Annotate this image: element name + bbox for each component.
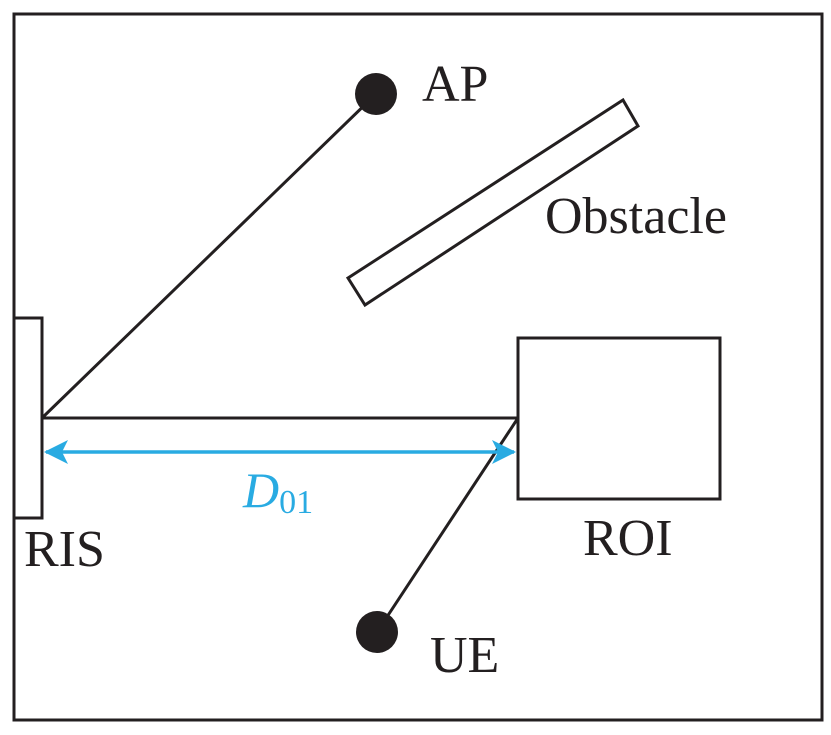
ue-label: UE: [430, 627, 499, 684]
ris-label: RIS: [24, 521, 105, 578]
ue-node: [356, 611, 398, 653]
distance-label: D01: [242, 462, 313, 521]
roi-box: [516, 336, 722, 501]
obstacle-label: Obstacle: [545, 188, 727, 245]
obstacle-shape: [345, 97, 641, 308]
ap-label: AP: [422, 56, 488, 113]
ap-ris-link: [40, 92, 378, 420]
ap-node: [355, 73, 397, 115]
roi-label: ROI: [583, 510, 673, 567]
distance-subscript: 01: [279, 484, 313, 521]
roi-ue-link: [375, 417, 520, 633]
ris-panel: [12, 316, 44, 520]
distance-symbol: D: [242, 462, 279, 518]
